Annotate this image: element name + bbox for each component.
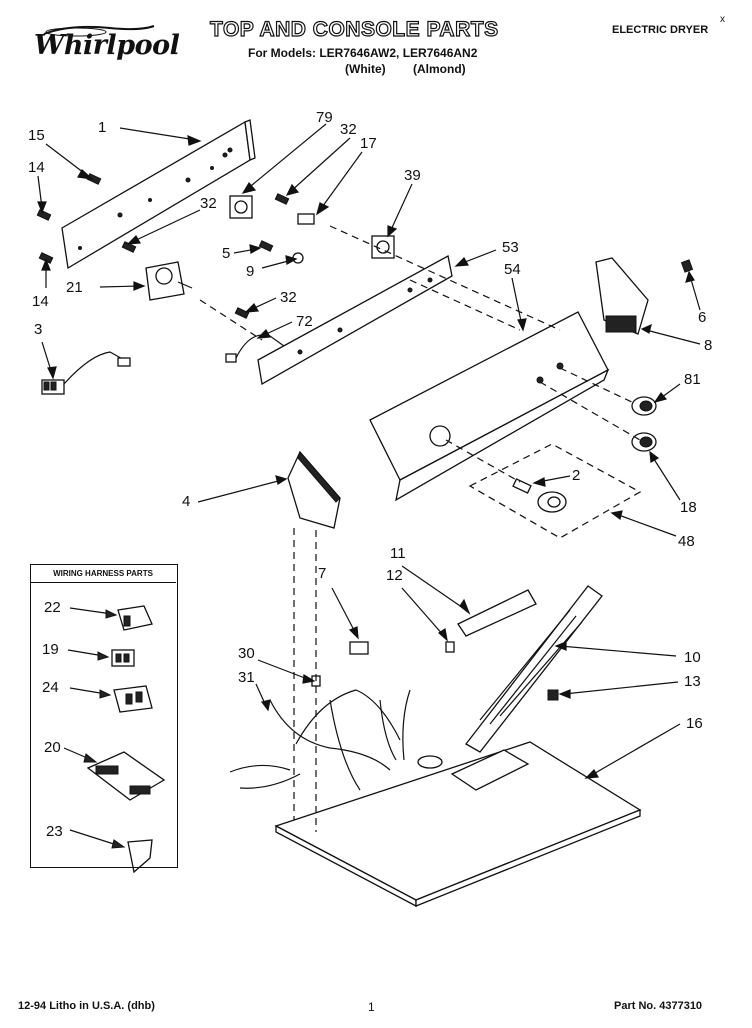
callout-79: 79 <box>316 109 333 126</box>
wiring-harness-divider <box>30 582 176 583</box>
callout-72: 72 <box>296 313 313 330</box>
callout-32-a: 32 <box>340 121 357 138</box>
callout-2: 2 <box>572 467 581 484</box>
callout-81: 81 <box>684 371 701 388</box>
knob-area-48 <box>468 443 642 539</box>
control-board-10 <box>465 585 603 753</box>
wh-label-22: 22 <box>44 599 61 616</box>
wh-label-20: 20 <box>44 739 61 756</box>
guide-lines <box>199 225 641 832</box>
wh-item-20 <box>63 747 166 801</box>
side-panel-4 <box>287 450 341 529</box>
screw-5 <box>258 240 274 252</box>
wiring-harness-title: WIRING HARNESS PARTS <box>53 569 153 578</box>
part-2 <box>512 478 532 494</box>
callout-5: 5 <box>222 245 231 262</box>
callout-12: 12 <box>386 567 403 584</box>
callout-10: 10 <box>684 649 701 666</box>
clip-12 <box>445 641 455 653</box>
callout-14-bottom: 14 <box>32 293 49 310</box>
model-numbers: For Models: LER7646AW2, LER7646AN2 <box>248 46 478 60</box>
screw-6 <box>680 259 694 273</box>
callout-16: 16 <box>686 715 703 732</box>
footer-part-number: Part No. 4377310 <box>614 1000 703 1012</box>
knob-81 <box>631 396 657 416</box>
wh-item-23 <box>69 829 153 874</box>
callout-48: 48 <box>678 533 695 550</box>
footer-litho: 12-94 Litho in U.S.A. (dhb) <box>18 1000 155 1012</box>
connector-7 <box>349 641 369 655</box>
wh-label-23: 23 <box>46 823 63 840</box>
screw-32-b <box>274 193 290 205</box>
callout-6: 6 <box>698 309 707 326</box>
callout-31: 31 <box>238 669 255 686</box>
callout-11: 11 <box>390 545 406 562</box>
callout-14-top: 14 <box>28 159 45 176</box>
callout-30: 30 <box>238 645 255 662</box>
wh-item-24 <box>69 685 153 713</box>
callout-32-b: 32 <box>200 195 217 212</box>
callout-8: 8 <box>704 337 713 354</box>
screw-14-top <box>36 209 52 221</box>
wh-item-22 <box>69 605 153 631</box>
top-panel-16 <box>274 741 642 908</box>
callout-39: 39 <box>404 167 421 184</box>
callout-13: 13 <box>684 673 701 690</box>
callout-7: 7 <box>318 565 327 582</box>
callout-4: 4 <box>182 493 191 510</box>
screw-14-bottom <box>38 252 54 264</box>
callout-17: 17 <box>360 135 377 152</box>
callout-18: 18 <box>680 499 697 516</box>
whirlpool-logo: Whirlpool <box>34 30 180 61</box>
switch-79 <box>229 195 253 219</box>
whirlpool-logo-swoosh <box>43 25 155 37</box>
main-harness-31 <box>229 689 411 791</box>
wh-label-19: 19 <box>42 641 59 658</box>
page-title: TOP AND CONSOLE PARTS <box>209 17 499 41</box>
console-bracket-53 <box>257 255 453 386</box>
wh-label-24: 24 <box>42 679 59 696</box>
screw-32-c <box>234 307 250 319</box>
wh-item-19 <box>67 649 135 667</box>
console-54 <box>369 311 610 502</box>
leader-arrows <box>37 123 701 779</box>
plate-11 <box>457 589 537 637</box>
callout-15: 15 <box>28 127 45 144</box>
end-cap-8 <box>595 257 649 335</box>
callout-53: 53 <box>502 239 519 256</box>
footer-page-number: 1 <box>368 1000 375 1014</box>
wiring-harness-panel <box>30 564 178 868</box>
callout-54: 54 <box>504 261 521 278</box>
callout-1: 1 <box>98 119 107 136</box>
terminal-block-3 <box>41 351 131 395</box>
appliance-type: ELECTRIC DRYER <box>612 24 709 36</box>
callout-32-c: 32 <box>280 289 297 306</box>
screw-13 <box>547 689 559 701</box>
part-17 <box>297 213 315 225</box>
callout-9: 9 <box>246 263 255 280</box>
knob-48 <box>537 491 567 513</box>
timer-21 <box>145 261 193 301</box>
corner-mark: x <box>720 14 725 25</box>
rear-console-panel <box>61 119 256 270</box>
knob-18 <box>631 432 657 452</box>
model-colors: (White) (Almond) <box>345 62 466 76</box>
callout-3: 3 <box>34 321 43 338</box>
callout-21: 21 <box>66 279 83 296</box>
